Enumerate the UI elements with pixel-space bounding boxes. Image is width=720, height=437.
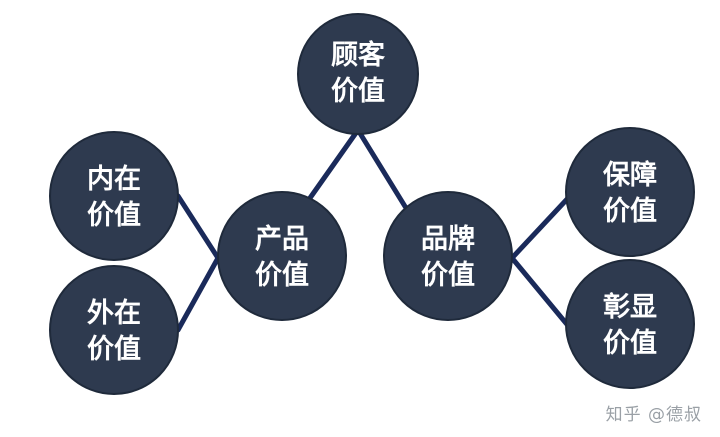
node-extrinsic-line2: 价值 [87,334,141,365]
edge-product-extrinsic [175,255,221,333]
node-brand-line1: 品牌 [421,224,475,255]
node-brand-line2: 价值 [421,260,475,291]
node-assurance-line2: 价值 [603,196,657,227]
watermark: 知乎 @德叔 [605,405,702,425]
node-display-line2: 价值 [603,328,657,359]
node-customer-line1: 顾客 [331,39,386,71]
node-intrinsic-value: 内在 价值 [49,131,179,261]
edge-brand-display [509,255,573,331]
edge-customer-product [307,127,361,201]
edges [175,127,573,333]
node-intrinsic-line2: 价值 [87,200,141,231]
node-intrinsic-line1: 内在 [87,164,141,195]
node-brand-value: 品牌 价值 [383,191,513,321]
edge-brand-assurance [509,193,573,261]
node-product-value: 产品 价值 [217,191,347,321]
node-extrinsic-value: 外在 价值 [49,265,179,395]
node-customer-line2: 价值 [331,76,385,107]
node-customer-value: 顾客 价值 [297,13,419,135]
node-product-line1: 产品 [255,224,309,255]
node-display-line1: 彰显 [603,291,657,323]
node-assurance-value: 保障 价值 [565,127,695,257]
edge-product-intrinsic [175,193,221,261]
node-display-value: 彰显 价值 [565,259,695,389]
node-product-line2: 价值 [255,260,309,291]
node-assurance-line1: 保障 [602,159,657,191]
node-extrinsic-line1: 外在 [87,298,141,329]
edge-customer-brand [355,127,409,211]
